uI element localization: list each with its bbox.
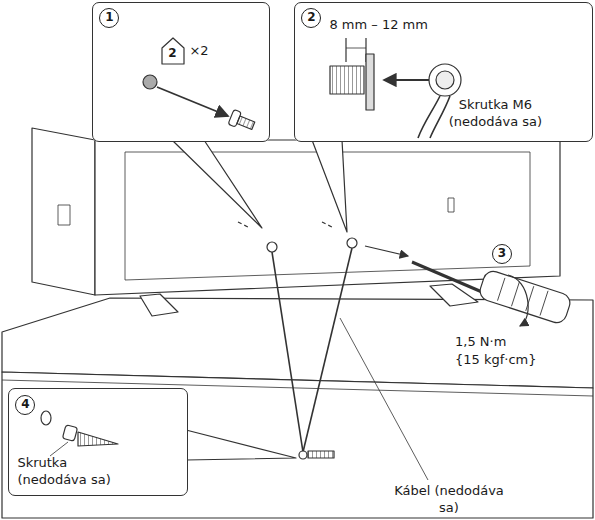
callout-number: 1 bbox=[99, 8, 119, 28]
callout-tail bbox=[172, 140, 262, 228]
panel-ground bbox=[294, 2, 593, 142]
text-label: Kábel (nedodáva sa) bbox=[384, 483, 514, 517]
callout-number: 2 bbox=[301, 8, 321, 28]
text-label: 8 mm – 12 mm bbox=[329, 17, 428, 34]
insert-line bbox=[238, 222, 250, 228]
dimension-line bbox=[346, 48, 366, 49]
rotation-arrow bbox=[508, 275, 528, 326]
dimension-line bbox=[345, 38, 346, 62]
table-screw bbox=[308, 451, 334, 458]
text-label: ×2 bbox=[189, 43, 208, 60]
ring-terminal bbox=[429, 64, 461, 96]
cable bbox=[430, 96, 450, 138]
callout-tail bbox=[312, 140, 347, 232]
insert-arrow bbox=[365, 246, 408, 256]
tv-port bbox=[58, 205, 70, 225]
tv-side bbox=[32, 128, 95, 295]
washer bbox=[41, 411, 51, 425]
cable bbox=[303, 248, 352, 452]
insert-arrow bbox=[384, 79, 432, 81]
callout-panel: 2 8 mm – 12 mm Skrutka M6 (nedodáva sa) bbox=[294, 2, 593, 142]
screwdriver-grip bbox=[497, 277, 548, 316]
text-label: 2 bbox=[165, 46, 179, 62]
text-label: {15 kgf·cm} bbox=[455, 352, 537, 369]
screwdriver-handle bbox=[478, 269, 573, 325]
tv-foot bbox=[140, 294, 178, 316]
table-screw bbox=[299, 451, 307, 459]
screwdriver-shaft bbox=[412, 262, 482, 292]
table-front bbox=[2, 372, 593, 518]
mount-plate bbox=[366, 54, 374, 110]
callout-tail bbox=[186, 430, 296, 460]
panel-ground bbox=[8, 388, 188, 496]
tv-port bbox=[448, 198, 454, 212]
insert-line bbox=[322, 222, 334, 228]
leader-line bbox=[340, 318, 428, 480]
removed-screw bbox=[228, 109, 256, 133]
screw-head bbox=[436, 71, 454, 89]
text-label: Skrutka M6 (nedodáva sa) bbox=[439, 97, 551, 131]
screw-thread bbox=[78, 432, 118, 446]
tv-screw bbox=[267, 242, 277, 252]
remove-arrow bbox=[157, 87, 228, 116]
leader-line bbox=[50, 442, 68, 456]
text-label: Skrutka (nedodáva sa) bbox=[17, 455, 137, 489]
house-icon bbox=[162, 38, 184, 64]
callout-number: 4 bbox=[15, 395, 35, 415]
cable bbox=[418, 96, 440, 138]
panel-ground bbox=[92, 2, 270, 142]
callout-panel: 1 2 ×2 bbox=[92, 2, 270, 142]
bolt-thread bbox=[330, 66, 364, 94]
hole bbox=[143, 75, 157, 89]
callout-number: 3 bbox=[492, 244, 512, 264]
callout-panel: 4Skrutka (nedodáva sa) bbox=[8, 388, 188, 496]
cable bbox=[272, 252, 303, 452]
text-label: 1,5 N·m bbox=[455, 334, 506, 351]
screw-head bbox=[62, 425, 77, 442]
tv-screw bbox=[347, 238, 357, 248]
